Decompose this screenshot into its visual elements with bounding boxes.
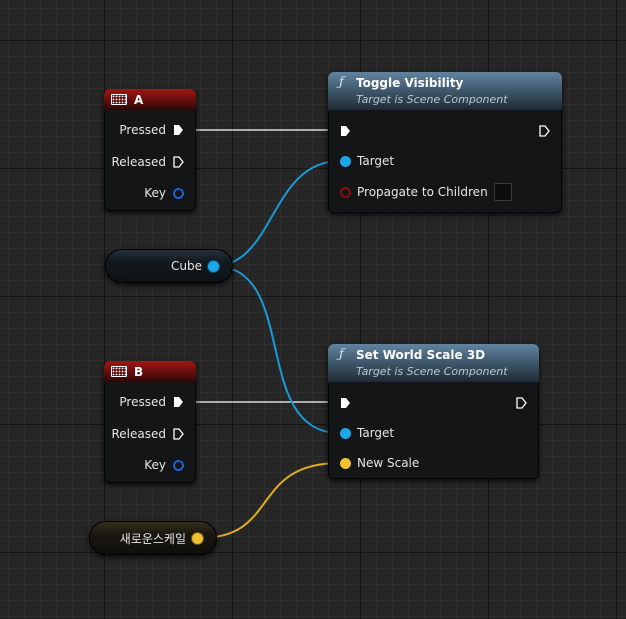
exec-out-pin-icon[interactable] <box>539 125 550 137</box>
cube-variable-node[interactable]: Cube <box>105 249 233 283</box>
pin-row-key-a: Key <box>144 184 184 202</box>
object-pin-icon[interactable] <box>340 155 351 167</box>
scale-newscale-label: New Scale <box>357 456 420 470</box>
key-event-node-b[interactable]: B Pressed Released Key <box>104 361 196 483</box>
object-pin-icon[interactable] <box>208 260 219 272</box>
toggle-exec-in <box>340 122 351 140</box>
pin-label-key-a: Key <box>144 186 166 200</box>
scale-exec-out <box>516 394 527 412</box>
function-icon: ƒ <box>339 347 344 362</box>
scale-newscale-row: New Scale <box>340 454 419 472</box>
exec-out-pin-icon[interactable] <box>516 397 527 409</box>
object-pin-icon[interactable] <box>340 427 351 439</box>
object-wire-cube-scale <box>213 265 341 434</box>
pin-row-released-b: Released <box>111 425 184 443</box>
set-world-scale-header: ƒ Set World Scale 3D Target is Scene Com… <box>328 344 539 382</box>
cube-variable-label: Cube <box>171 259 202 273</box>
scale-variable-node[interactable]: 새로운스케일 <box>89 521 217 555</box>
function-icon: ƒ <box>339 75 344 90</box>
key-event-title-b: B <box>134 364 144 379</box>
bool-pin-icon[interactable] <box>340 186 351 198</box>
toggle-propagate-row: Propagate to Children <box>340 183 512 201</box>
propagate-checkbox[interactable] <box>493 183 512 201</box>
exec-in-pin-icon[interactable] <box>340 125 351 137</box>
scale-exec-in <box>340 394 351 412</box>
set-world-scale-subtitle: Target is Scene Component <box>356 365 508 378</box>
pin-row-released-a: Released <box>111 153 184 171</box>
exec-in-pin-icon[interactable] <box>340 397 351 409</box>
keyboard-icon <box>111 366 127 377</box>
scale-target-row: Target <box>340 424 394 442</box>
key-event-title-a: A <box>134 92 144 107</box>
set-world-scale-title: Set World Scale 3D <box>356 348 486 362</box>
toggle-visibility-node[interactable]: ƒ Toggle Visibility Target is Scene Comp… <box>328 72 562 213</box>
key-event-header-b: B <box>104 361 196 382</box>
vector-pin-icon[interactable] <box>340 457 351 469</box>
scale-variable-label: 새로운스케일 <box>119 531 186 546</box>
vector-wire-scale <box>199 462 341 539</box>
object-wire-cube-toggle <box>213 160 341 267</box>
toggle-visibility-subtitle: Target is Scene Component <box>356 93 508 106</box>
toggle-exec-out <box>539 122 550 140</box>
set-world-scale-node[interactable]: ƒ Set World Scale 3D Target is Scene Com… <box>328 344 539 479</box>
scale-target-label: Target <box>357 426 395 440</box>
exec-pin-icon[interactable] <box>173 396 184 408</box>
toggle-visibility-title: Toggle Visibility <box>356 76 464 90</box>
pin-label-released-a: Released <box>111 155 166 169</box>
exec-pin-icon[interactable] <box>173 428 184 440</box>
exec-pin-icon[interactable] <box>173 124 184 136</box>
struct-pin-icon[interactable] <box>173 459 184 471</box>
pin-label-pressed-a: Pressed <box>119 123 166 137</box>
pin-label-pressed-b: Pressed <box>119 395 166 409</box>
key-event-node-a[interactable]: A Pressed Released Key <box>104 89 196 211</box>
toggle-visibility-header: ƒ Toggle Visibility Target is Scene Comp… <box>328 72 562 110</box>
pin-label-released-b: Released <box>111 427 166 441</box>
pin-label-key-b: Key <box>144 458 166 472</box>
key-event-header-a: A <box>104 89 196 110</box>
struct-pin-icon[interactable] <box>173 187 184 199</box>
toggle-propagate-label: Propagate to Children <box>357 185 488 199</box>
vector-pin-icon[interactable] <box>192 532 203 544</box>
exec-pin-icon[interactable] <box>173 156 184 168</box>
toggle-target-label: Target <box>357 154 395 168</box>
keyboard-icon <box>111 94 127 105</box>
pin-row-pressed-b: Pressed <box>119 393 184 411</box>
pin-row-pressed-a: Pressed <box>119 121 184 139</box>
pin-row-key-b: Key <box>144 456 184 474</box>
toggle-target-row: Target <box>340 152 394 170</box>
